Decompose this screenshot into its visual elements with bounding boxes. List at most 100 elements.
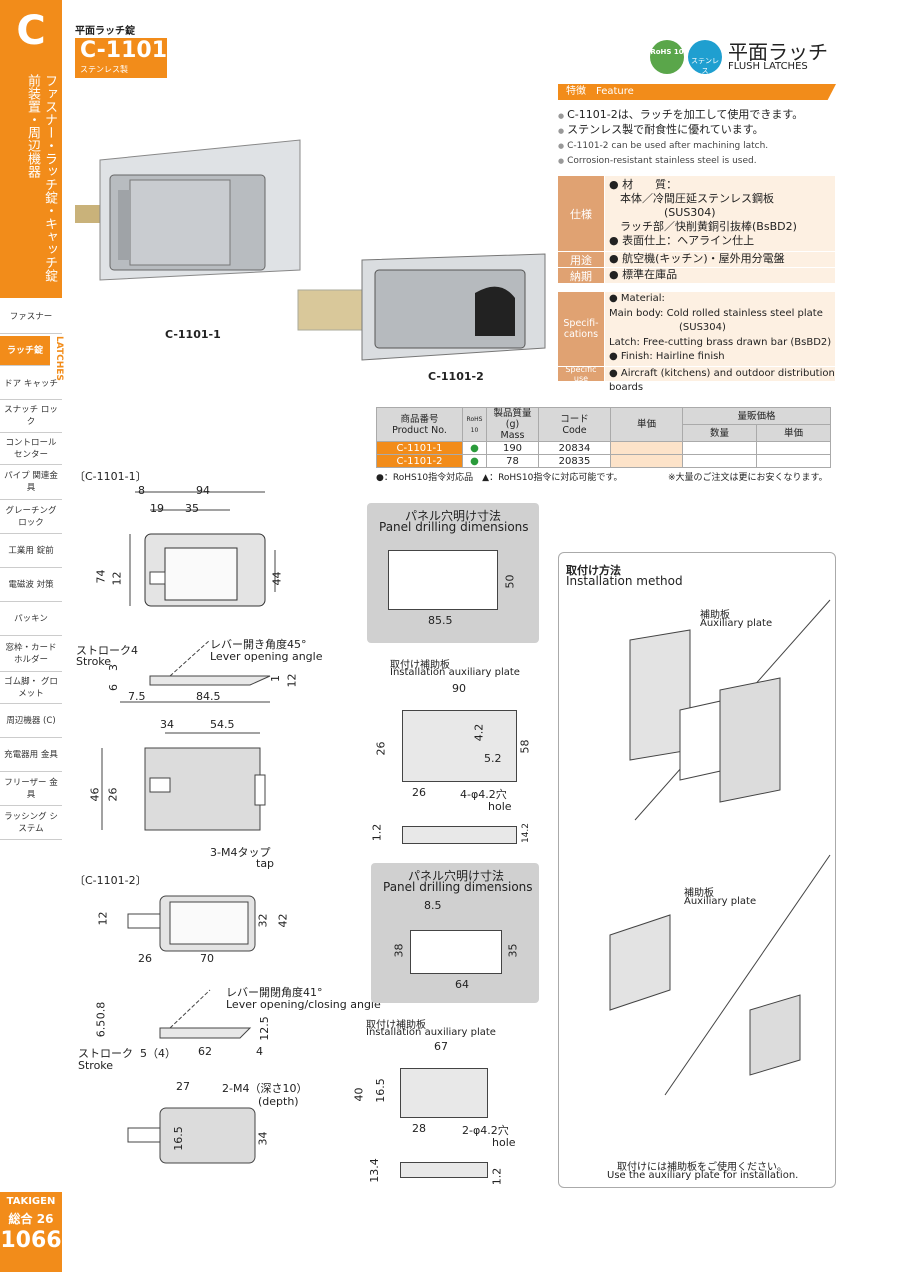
product-title-en: FLUSH LATCHES	[728, 61, 808, 72]
aux2-hole-jp: 2-φ4.2穴	[462, 1124, 509, 1137]
sidebar-item[interactable]: スナッチ ロック	[0, 400, 62, 433]
sidebar-item[interactable]: ドア キャッチ	[0, 368, 62, 400]
d2-dim: 12.5	[257, 1016, 271, 1041]
d1-dim: 12	[110, 571, 124, 586]
aux2-dim: 28	[412, 1122, 426, 1135]
table-note: ●：RoHS10指令対応品 ▲：RoHS10指令に対応可能です。	[376, 473, 623, 483]
th-price: 単価	[610, 407, 683, 442]
d1-dim: 19	[150, 502, 164, 515]
install-aux-en: Auxiliary plate	[700, 618, 773, 629]
feature-heading: 特徴 Feature	[558, 84, 836, 100]
cell-product-no: C-1101-1	[376, 441, 463, 455]
sidebar-item[interactable]: パッキン	[0, 602, 62, 636]
sidebar-item[interactable]: グレーチング ロック	[0, 500, 62, 534]
feature-en-2: Corrosion-resistant stainless steel is u…	[558, 156, 756, 166]
model-title: C-1101	[80, 38, 168, 63]
cell-unit-price	[756, 454, 831, 468]
panel1-width: 85.5	[428, 614, 453, 627]
d2-tap-en: (depth)	[258, 1095, 299, 1108]
sidebar-item[interactable]: 周辺機器 (C)	[0, 704, 62, 738]
use-jp: ● 航空機(キッチン)・屋外用分電盤	[605, 252, 835, 267]
drawing1	[101, 491, 276, 831]
aux2-dim: 16.5	[373, 1078, 387, 1103]
aux1-dim: 90	[452, 682, 466, 695]
spec-label-jp: 仕様	[558, 176, 604, 251]
aux1-title-jp: 取付け補助板	[390, 660, 450, 671]
panel2-hole	[410, 930, 502, 974]
cell-mass: 190	[486, 441, 539, 455]
d1-dim: 54.5	[210, 718, 235, 731]
aux1-dim: 4.2	[472, 723, 486, 742]
th-rohs: RoHS 10	[462, 407, 487, 442]
panel2-dim: 8.5	[424, 899, 442, 912]
sidebar-item[interactable]: ラッシング システム	[0, 806, 62, 840]
sidebar-item[interactable]: 電磁波 対策	[0, 568, 62, 602]
d2-dim: 62	[198, 1045, 212, 1058]
sidebar-item[interactable]: 工業用 錠前	[0, 534, 62, 568]
sidebar-item[interactable]: 充電器用 金具	[0, 738, 62, 772]
brand-name: TAKIGEN	[6, 1196, 56, 1207]
sidebar-item[interactable]: ゴム脚・ グロメット	[0, 672, 62, 704]
latches-tab: LATCHES	[54, 336, 64, 381]
aux1-dim: 26	[412, 786, 426, 799]
photo-c1101-1	[75, 139, 301, 281]
panel1-height: 50	[503, 574, 517, 589]
sidebar-footer	[0, 1192, 62, 1272]
install-box	[558, 552, 836, 1188]
sidebar-header	[0, 0, 62, 298]
panel2-dim: 35	[506, 943, 520, 958]
drawing2	[127, 895, 256, 1164]
sidebar-item[interactable]: コントロール センター	[0, 433, 62, 465]
delivery-jp: ● 標準在庫品	[605, 268, 835, 283]
table-note-bulk: ※大量のご注文は更にお安くなります。	[668, 473, 828, 483]
cell-qty	[682, 441, 757, 455]
sidebar-item[interactable]: パイプ 関連金具	[0, 465, 62, 500]
sidebar-item[interactable]: ファスナー	[0, 300, 62, 334]
sidebar-item[interactable]: フリーザー 金具	[0, 772, 62, 806]
aux2-t2: 1.2	[490, 1167, 504, 1186]
aux1-plate	[402, 710, 517, 782]
spec-en-line: Latch: Free-cutting brass drawn bar (BsB…	[609, 336, 832, 348]
product-title-jp: 平面ラッチ	[728, 40, 828, 64]
d1-tap-en: tap	[256, 857, 275, 870]
d2-stroke-jp: ストローク	[78, 1047, 133, 1060]
panel2-title-en: Panel drilling dimensions	[383, 880, 533, 894]
aux1-title-en: Installation auxiliary plate	[390, 667, 520, 678]
aux2-hole-en: hole	[492, 1136, 516, 1149]
d1-tap-jp: 3-M4タップ	[210, 846, 271, 859]
th-bulk: 量販価格	[682, 407, 831, 425]
aux2-title-jp: 取付け補助板	[366, 1020, 426, 1031]
page-number: 1066	[0, 1228, 62, 1253]
d2-lever-jp: レバー開閉角度41°	[226, 986, 323, 999]
cell-price	[610, 454, 683, 468]
use-en: ● Aircraft (kitchens) and outdoor distri…	[605, 367, 835, 393]
cell-code: 20835	[538, 454, 611, 468]
aux1-dim: 26	[374, 741, 388, 756]
d2-dim: 42	[276, 913, 290, 928]
rohs-badge: RoHS 10	[650, 40, 684, 74]
spec-jp-line: 本体／冷間圧延ステンレス鋼板	[609, 192, 774, 205]
th-qty: 数量	[682, 424, 757, 442]
d2-stroke-en: Stroke	[78, 1059, 114, 1072]
panel1-hole	[388, 550, 498, 610]
aux2-dim: 40	[352, 1087, 366, 1102]
category-label: 平面ラッチ錠	[75, 26, 135, 37]
d1-lever-jp: レバー開き角度45°	[210, 638, 307, 651]
d2-dim: 26	[138, 952, 152, 965]
d1-stroke-en: Stroke	[76, 655, 112, 668]
d1-dim: 35	[185, 502, 199, 515]
d2-dim: 12	[96, 911, 110, 926]
spec-en-content: ● Material: Main body: Cold rolled stain…	[605, 292, 835, 366]
feature-jp-2: ステンレス製で耐食性に優れています。	[558, 121, 764, 137]
d2-stroke-val: 5（4）	[140, 1047, 176, 1060]
drawing2-title: 〔C-1101-2〕	[74, 874, 147, 887]
aux1-hole-jp: 4-φ4.2穴	[460, 788, 507, 801]
sidebar-item[interactable]: 窓枠・カード ホルダー	[0, 636, 62, 672]
photo-label-1: C-1101-1	[165, 328, 221, 341]
d2-dim: 70	[200, 952, 214, 965]
model-box: C-1101 ステンレス製	[75, 38, 167, 78]
th-unit-price: 単価	[756, 424, 831, 442]
install-aux2-jp: 補助板	[684, 888, 714, 899]
sidebar-item[interactable]: ラッチ錠	[0, 336, 50, 366]
